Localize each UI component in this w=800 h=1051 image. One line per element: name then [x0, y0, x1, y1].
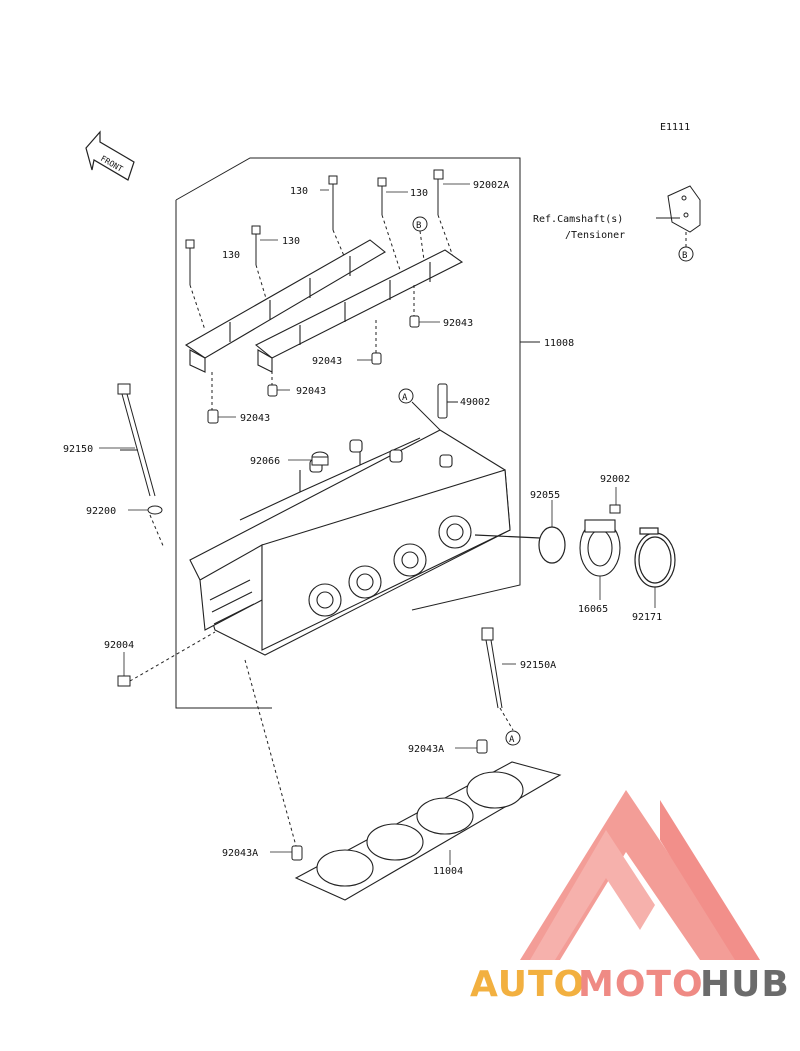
svg-text:A: A — [402, 393, 408, 403]
label-92002: 92002 — [600, 474, 630, 485]
dowel-pin-92043A-icon — [244, 659, 488, 861]
label-92043-d: 92043 — [240, 413, 270, 424]
diagram-code: E1111 — [660, 122, 690, 133]
brand-moto: MOTO — [578, 964, 704, 1005]
label-49002: 49002 — [460, 397, 490, 408]
camshaft-cap-rear-icon — [184, 239, 386, 373]
label-16065: 16065 — [578, 604, 608, 615]
tensioner-bracket-icon — [656, 185, 701, 262]
callout-b-top: B — [412, 216, 428, 261]
assembly-bracket — [175, 157, 540, 709]
label-92002A: 92002A — [473, 180, 509, 191]
brand-hub: HUB — [700, 964, 790, 1005]
label-92043-b: 92043 — [312, 356, 342, 367]
svg-text:A: A — [509, 735, 515, 745]
screw-92002-icon — [609, 504, 621, 514]
washer-92200-icon — [147, 505, 165, 549]
front-arrow-icon: FRONT — [85, 130, 135, 181]
brand-auto: AUTO — [470, 964, 585, 1005]
holder-16065-icon — [579, 519, 621, 577]
callout-b-ref: B — [682, 251, 687, 261]
label-130-a: 130 — [290, 186, 308, 197]
cylinder-head-icon — [189, 429, 511, 656]
bolt-130-d-icon — [185, 239, 206, 331]
bolt-130-c-icon — [251, 225, 269, 306]
label-92043-a: 92043 — [443, 318, 473, 329]
label-130-c: 130 — [282, 236, 300, 247]
label-92066: 92066 — [250, 456, 280, 467]
ref-note-line2: /Tensioner — [565, 230, 625, 241]
label-11008: 11008 — [544, 338, 574, 349]
callout-a-top: A — [398, 388, 441, 431]
label-11004: 11004 — [433, 866, 463, 877]
stud-49002-icon — [437, 383, 458, 419]
bolt-130-b-icon — [377, 177, 401, 271]
label-92171: 92171 — [632, 612, 662, 623]
watermark-logo-icon — [520, 790, 760, 960]
label-92043A-b: 92043A — [222, 848, 258, 859]
label-130-d: 130 — [222, 250, 240, 261]
bolt-92002A-icon — [433, 169, 456, 263]
ref-note-line1: Ref.Camshaft(s) — [533, 214, 623, 225]
leader-lines — [99, 183, 656, 865]
clamp-92171-icon — [634, 527, 676, 588]
camshaft-cap-front-icon — [254, 249, 464, 373]
plug-92066-icon — [311, 451, 329, 466]
label-92004: 92004 — [104, 640, 134, 651]
dowel-pin-92043-icon — [207, 285, 420, 424]
label-92150: 92150 — [63, 444, 93, 455]
label-92043A-a: 92043A — [408, 744, 444, 755]
label-92043-c: 92043 — [296, 386, 326, 397]
callout-a-bottom: A — [505, 730, 521, 746]
bolt-92150A-icon — [481, 627, 514, 731]
svg-text:B: B — [416, 221, 421, 231]
bolt-92150-icon — [117, 383, 156, 497]
label-92200: 92200 — [86, 506, 116, 517]
label-92055: 92055 — [530, 490, 560, 501]
label-130-b: 130 — [410, 188, 428, 199]
label-92150A: 92150A — [520, 660, 556, 671]
head-gasket-11004-icon — [294, 761, 562, 901]
